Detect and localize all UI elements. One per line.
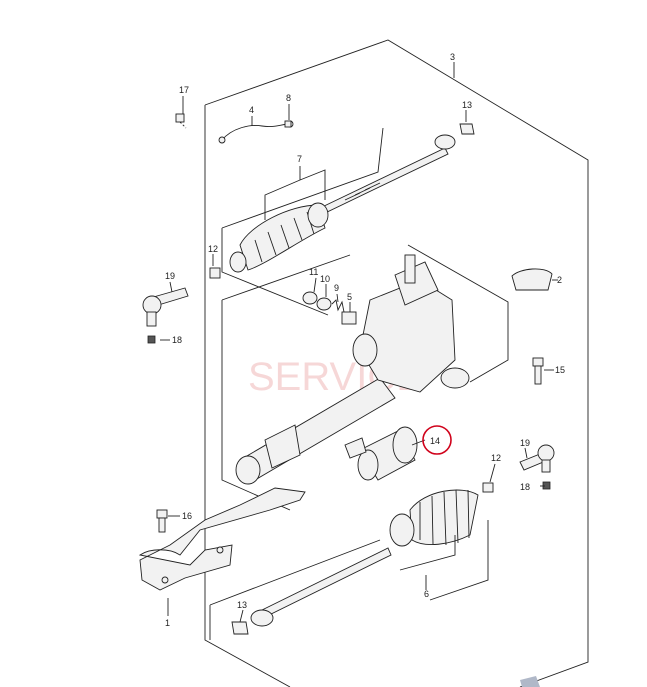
callout-3: 3 [450,52,455,62]
plug-5 [341,311,357,325]
inner-tie-rod-lower [250,547,392,627]
callout-12-upper: 12 [208,244,218,254]
clip-13-lower [231,621,249,635]
callout-14: 14 [430,436,440,446]
inner-tie-rod-upper [319,134,456,215]
bolt-8 [284,120,292,128]
spring-9 [331,299,345,313]
clamp-12-lower [482,482,494,493]
callout-4: 4 [249,105,254,115]
clamp-12-upper [209,267,221,279]
bolt-17 [175,113,187,129]
callout-5: 5 [347,292,352,302]
callout-6: 6 [424,589,429,599]
callout-1: 1 [165,618,170,628]
callout-17: 17 [179,85,189,95]
subframe-tie-rod-lower [209,520,489,640]
tie-rod-end-right [519,444,555,490]
leader-lines [160,62,558,623]
tie-rod-end-left [142,287,189,344]
gear-housing [235,254,470,485]
callout-2: 2 [557,275,562,285]
clip-13-upper [459,123,475,135]
callout-18-left: 18 [172,335,182,345]
assembly-frame [204,39,589,687]
boot-lower [389,489,479,547]
callout-11: 11 [309,267,318,277]
highlighted-callout-14: 14 [422,425,452,455]
bolt-15 [532,357,544,385]
bracket-1 [138,487,306,591]
callout-9: 9 [334,283,339,293]
corner-artifact [520,676,540,687]
callout-19-left: 19 [165,271,175,281]
bracket-2 [511,268,553,291]
callout-15: 15 [555,365,565,375]
callout-12-lower: 12 [491,453,501,463]
callout-8: 8 [286,93,291,103]
highlight-ring [422,425,452,455]
callout-7: 7 [297,154,302,164]
subframe-bracket [407,244,509,383]
callout-16: 16 [182,511,192,521]
motor-14 [344,426,418,481]
seal-11 [302,291,318,305]
bolt-16 [156,509,168,533]
cable-harness-4 [218,120,294,144]
callout-10: 10 [320,274,330,284]
callout-labels: 3 17 4 8 13 7 12 19 2 11 10 9 5 18 15 19… [165,52,565,628]
callout-13-upper: 13 [462,100,472,110]
subframe-tie-rod-upper [221,127,384,316]
callout-13-lower: 13 [237,600,247,610]
callout-19-right: 19 [520,438,530,448]
seal-10 [316,297,332,311]
callout-18-right: 18 [520,482,530,492]
boot-upper [229,202,329,273]
